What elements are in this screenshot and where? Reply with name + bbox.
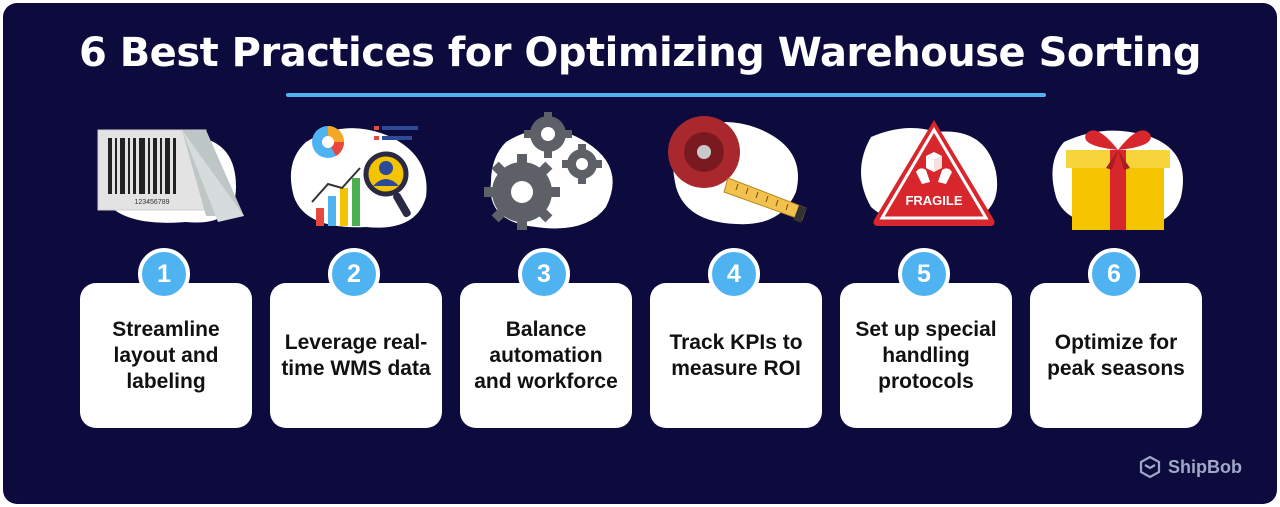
step-4: Track KPIs to measure ROI 4 xyxy=(650,0,822,507)
fragile-text: FRAGILE xyxy=(905,193,962,208)
brand-logo: ShipBob xyxy=(1138,455,1242,479)
analytics-icon xyxy=(290,126,427,228)
step-number-badge: 1 xyxy=(138,248,190,300)
step-number-badge: 6 xyxy=(1088,248,1140,300)
step-card: Balance automation and workforce xyxy=(460,283,632,428)
step-5: FRAGILE Set up special handling protocol… xyxy=(840,0,1012,507)
gift-box-icon xyxy=(1052,130,1183,230)
tape-measure-icon xyxy=(668,116,807,225)
step-card: Leverage real-time WMS data xyxy=(270,283,442,428)
barcode-icon: 123456789 xyxy=(97,129,244,223)
brand-name: ShipBob xyxy=(1168,456,1242,477)
step-2: Leverage real-time WMS data 2 xyxy=(270,0,442,507)
step-card: Optimize for peak seasons xyxy=(1030,283,1202,428)
step-number-badge: 2 xyxy=(328,248,380,300)
step-label: Optimize for peak seasons xyxy=(1047,330,1185,380)
step-label: Leverage real-time WMS data xyxy=(281,330,431,380)
step-1: 123456789 Streamline layout and labeling… xyxy=(80,0,252,507)
page-title: 6 Best Practices for Optimizing Warehous… xyxy=(78,30,1202,76)
barcode-number: 123456789 xyxy=(134,199,169,206)
step-number-badge: 4 xyxy=(708,248,760,300)
step-label: Balance automation and workforce xyxy=(474,317,618,393)
step-6: Optimize for peak seasons 6 xyxy=(1030,0,1202,507)
step-label: Set up special handling protocols xyxy=(855,317,997,393)
title-underline xyxy=(286,93,1046,97)
step-card: Streamline layout and labeling xyxy=(80,283,252,428)
step-number-badge: 3 xyxy=(518,248,570,300)
step-label: Track KPIs to measure ROI xyxy=(669,330,803,380)
step-card: Set up special handling protocols xyxy=(840,283,1012,428)
gears-icon xyxy=(484,112,613,230)
step-3: Balance automation and workforce 3 xyxy=(460,0,632,507)
shipbob-logo-icon xyxy=(1139,455,1161,479)
step-number-badge: 5 xyxy=(898,248,950,300)
step-card: Track KPIs to measure ROI xyxy=(650,283,822,428)
fragile-sign-icon: FRAGILE xyxy=(861,118,998,226)
step-label: Streamline layout and labeling xyxy=(112,317,220,393)
